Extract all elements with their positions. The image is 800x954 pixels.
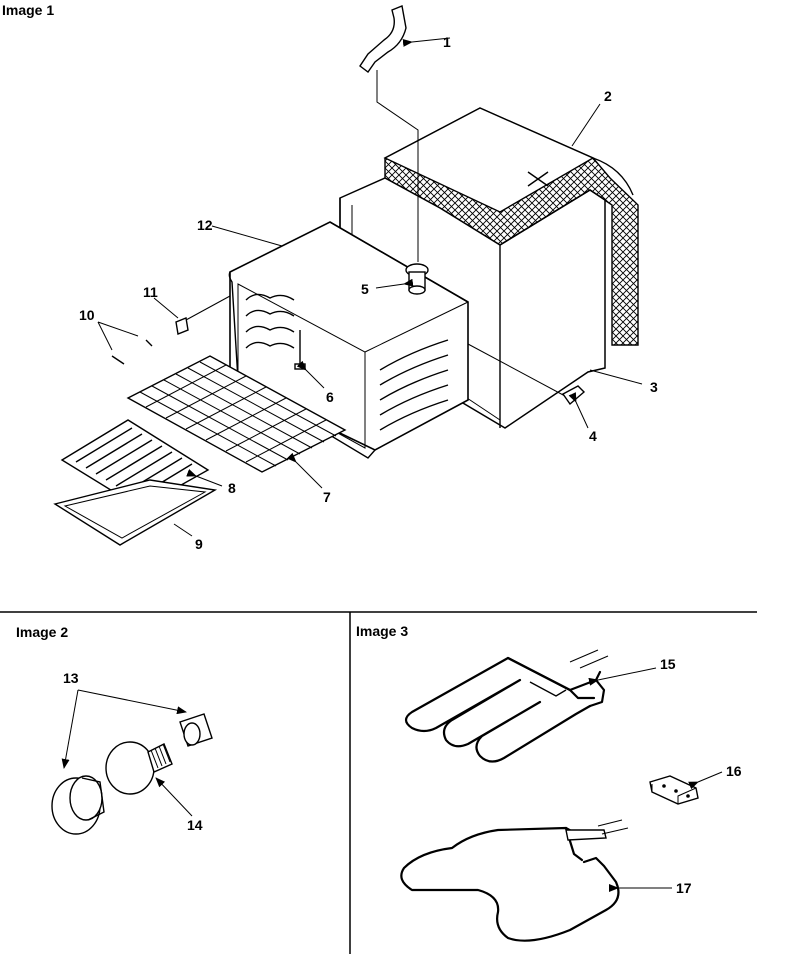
callout-17: 17 <box>676 880 692 896</box>
leader-12 <box>211 225 283 247</box>
callout-9: 9 <box>195 536 203 552</box>
panel-title-image-1: Image 1 <box>2 2 54 18</box>
callout-13: 13 <box>63 670 79 686</box>
vent-tube <box>359 5 419 262</box>
callout-12: 12 <box>197 217 213 233</box>
terminal-block <box>649 775 699 805</box>
broiler-pan <box>53 479 218 546</box>
bake-element <box>404 649 609 763</box>
callout-1: 1 <box>443 34 451 50</box>
leader-10a <box>97 321 139 337</box>
callout-7: 7 <box>323 489 331 505</box>
vent-collar <box>405 263 429 295</box>
light-lens-cover <box>51 775 105 835</box>
leader-16 <box>688 771 723 790</box>
callout-5: 5 <box>361 281 369 297</box>
callout-14: 14 <box>187 817 203 833</box>
leader-6 <box>296 360 325 389</box>
callout-15: 15 <box>660 656 676 672</box>
leader-11 <box>153 297 179 319</box>
leader-7 <box>286 452 323 489</box>
callout-3: 3 <box>650 379 658 395</box>
leader-13a <box>77 689 187 715</box>
leader-10b <box>97 321 113 351</box>
screws <box>111 339 153 365</box>
light-bulb <box>105 741 173 795</box>
leader-8 <box>186 469 223 487</box>
leader-2 <box>571 103 601 147</box>
leader-1 <box>402 37 451 47</box>
heating-elements <box>400 649 723 942</box>
panel-title-image-2: Image 2 <box>16 624 68 640</box>
broil-element <box>400 819 629 942</box>
callout-10: 10 <box>79 307 95 323</box>
callout-16: 16 <box>726 763 742 779</box>
panel-title-image-3: Image 3 <box>356 623 408 639</box>
callout-8: 8 <box>228 480 236 496</box>
callout-4: 4 <box>589 428 597 444</box>
leader-13b <box>61 689 79 769</box>
callout-2: 2 <box>604 88 612 104</box>
leader-4 <box>568 392 589 429</box>
leader-9 <box>173 523 193 537</box>
callout-11: 11 <box>143 284 158 300</box>
light-socket-sleeve <box>179 713 213 747</box>
callout-6: 6 <box>326 389 334 405</box>
leader-5 <box>375 278 414 289</box>
oven-light-assembly <box>51 689 213 835</box>
leader-3 <box>589 369 643 385</box>
oven-rack <box>126 355 347 473</box>
leader-15 <box>588 667 657 686</box>
leader-14 <box>155 777 193 817</box>
side-bracket <box>175 295 231 335</box>
insulation-blanket <box>383 107 639 346</box>
oven-cavity-assembly <box>53 5 643 546</box>
